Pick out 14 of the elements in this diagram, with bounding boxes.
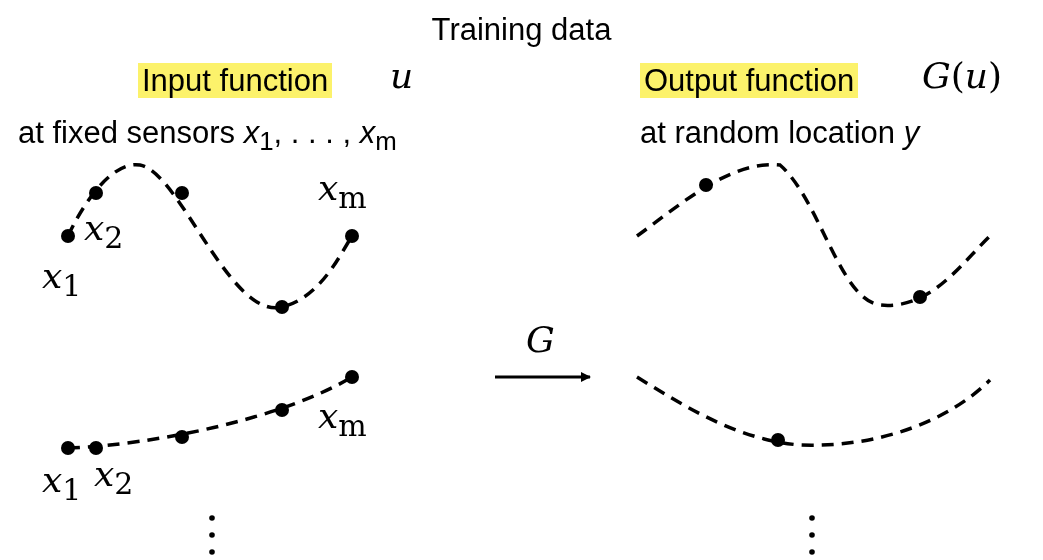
- point-label: x$_{m}$: [318, 170, 367, 214]
- heading: Output function: [640, 63, 859, 98]
- point-label: x$_{1}$: [42, 462, 82, 506]
- arrow-label: G: [526, 322, 555, 358]
- title: Training data: [430, 14, 613, 45]
- point-label: x$_{1}$: [42, 258, 82, 302]
- point-label: x$_{2}$: [84, 210, 124, 254]
- subheading: at fixed sensors x$_{1}$, . . . , x$_{m}$: [18, 117, 397, 155]
- point-label: x$_{m}$: [318, 398, 367, 442]
- math-symbol: u: [390, 58, 414, 94]
- math-symbol: G(u): [922, 58, 1003, 94]
- subheading: at random location y: [640, 117, 920, 148]
- heading: Input function: [138, 63, 333, 98]
- point-label: x$_{2}$: [94, 456, 134, 500]
